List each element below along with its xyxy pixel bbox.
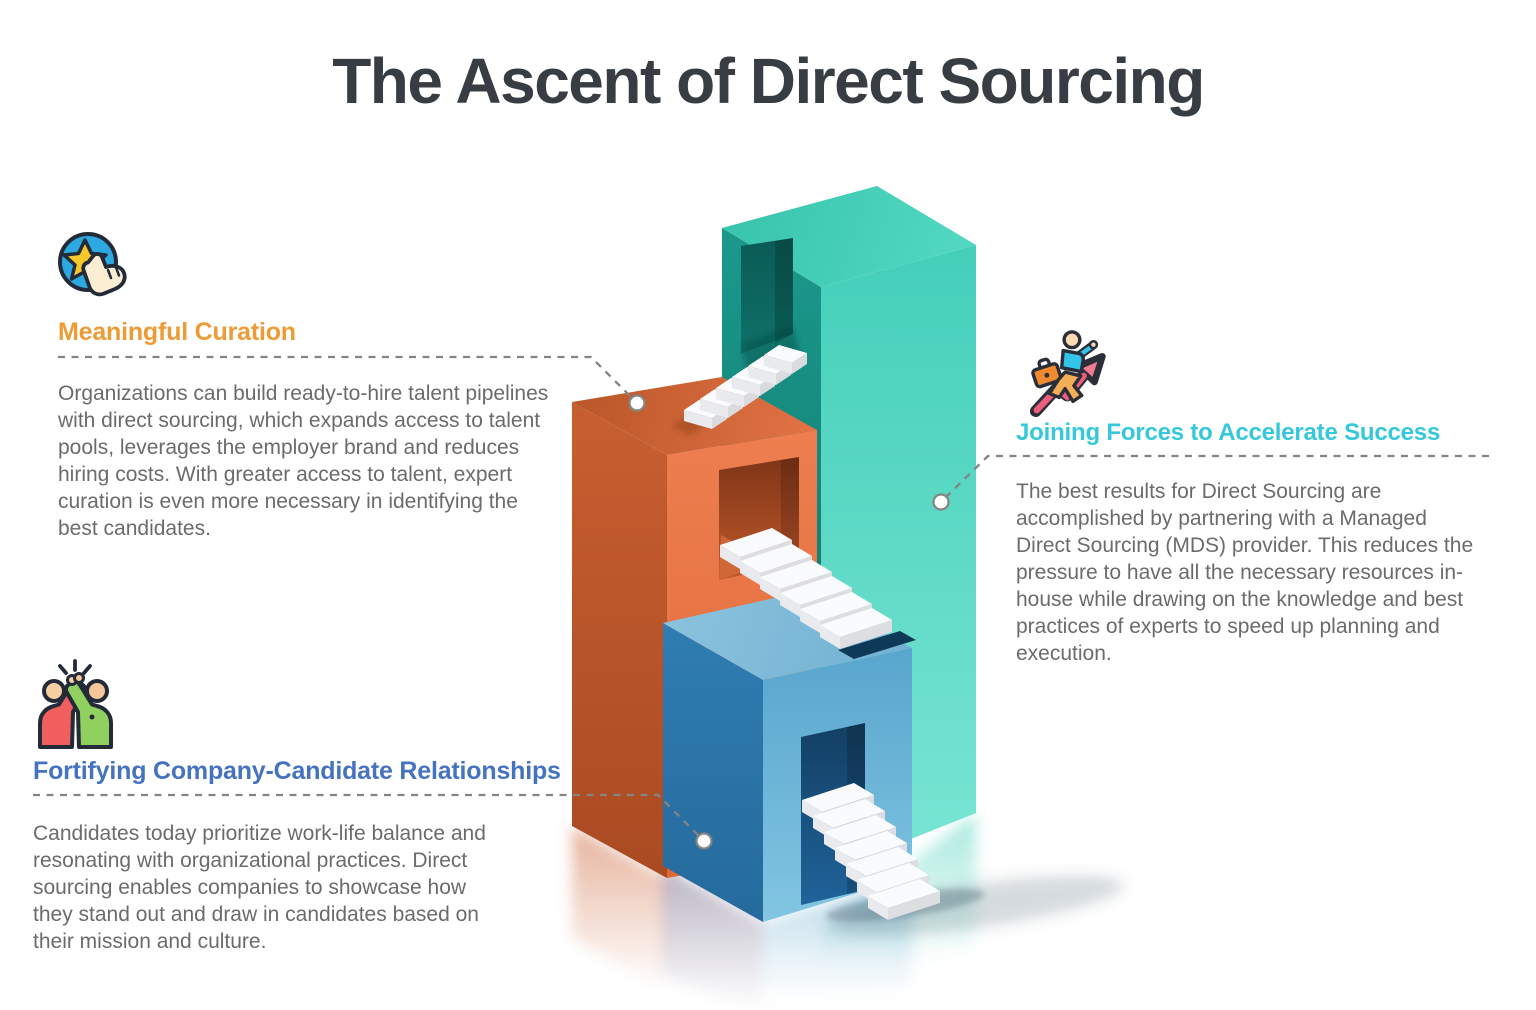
leader-endpoint-orange xyxy=(628,394,646,412)
section-heading: Fortifying Company-Candidate Relationshi… xyxy=(33,757,561,785)
blue-tower-stair-slot xyxy=(838,631,916,659)
section-body: Organizations can build ready-to-hire ta… xyxy=(58,382,549,540)
section-joining-forces: Joining Forces to Accelerate Success The… xyxy=(1016,419,1490,667)
tower-reflections xyxy=(572,813,976,1010)
section-fortifying-relationships: Fortifying Company-Candidate Relationshi… xyxy=(33,757,653,955)
leader-line-fortifying xyxy=(33,793,701,838)
section-heading: Joining Forces to Accelerate Success xyxy=(1016,419,1441,446)
section-body: Candidates today prioritize work-life ba… xyxy=(33,822,486,953)
growth-arrow-businessman-icon xyxy=(1026,327,1114,421)
high-five-icon xyxy=(28,655,122,753)
leader-line-meaningful-curation xyxy=(58,355,634,400)
section-meaningful-curation: Meaningful Curation Organizations can bu… xyxy=(58,318,558,542)
section-body: The best results for Direct Sourcing are… xyxy=(1016,480,1474,665)
page-title: The Ascent of Direct Sourcing xyxy=(332,45,1205,117)
star-click-icon xyxy=(54,229,134,311)
section-heading: Meaningful Curation xyxy=(58,318,296,346)
leader-line-joining-forces xyxy=(944,454,1489,499)
leader-endpoint-blue xyxy=(695,832,713,850)
leader-endpoint-teal xyxy=(932,493,950,511)
